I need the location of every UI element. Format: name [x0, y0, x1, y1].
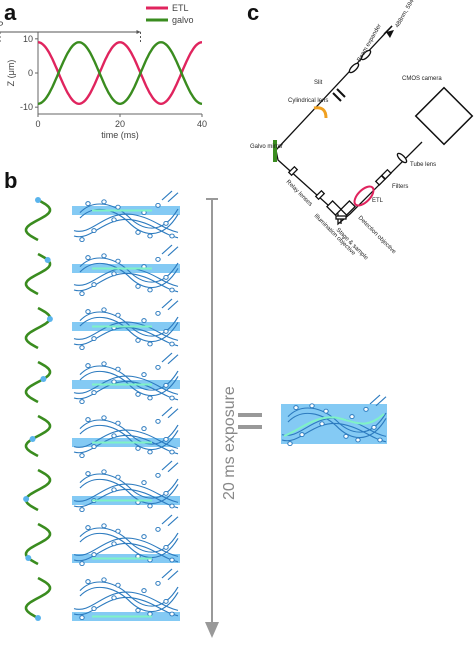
series-line-ETL — [38, 41, 202, 106]
summed-image — [281, 394, 387, 447]
x-tick-label: 0 — [35, 119, 40, 129]
laser-label: 488nm, 594nm — [395, 0, 420, 29]
relay-lenses-label: Relay lenses — [285, 179, 314, 208]
frame — [24, 568, 180, 621]
optical-setup-diagram: 488nm, 594nm Beam expander Slit Cylindri… — [250, 0, 474, 262]
period-label: P — [0, 20, 3, 30]
y-tick-label: 0 — [28, 68, 33, 78]
filter-icon — [374, 168, 392, 186]
galvo-mirror-label: Galvo mirror — [250, 144, 283, 150]
tube-lens-icon — [396, 152, 408, 164]
galvo-waveform — [24, 360, 52, 404]
galvo-waveform — [24, 306, 52, 350]
frame — [24, 406, 180, 459]
beam-expander-label: Beam expander — [357, 23, 383, 63]
legend-label-galvo: galvo — [172, 15, 194, 25]
y-axis-label: Z (μm) — [6, 60, 16, 87]
vessel-sample — [73, 190, 179, 243]
etl-lens-icon — [353, 185, 375, 207]
cylindrical-lens-icon — [313, 106, 328, 119]
galvo-waveform — [24, 576, 52, 620]
galvo-waveform — [24, 414, 52, 458]
vessel-sample — [73, 352, 179, 405]
galvo-position-dot — [23, 496, 30, 502]
frame — [24, 352, 180, 405]
galvo-waveform — [24, 198, 52, 242]
x-axis-label: time (ms) — [101, 130, 139, 140]
tube-lens-label: Tube lens — [410, 162, 436, 168]
equals-sign — [238, 413, 262, 429]
exposure-label: 20 ms exposure — [221, 386, 238, 500]
frame — [24, 514, 180, 567]
panel-letter-a: a — [4, 0, 17, 25]
frame — [23, 460, 180, 513]
galvo-position-dot — [35, 615, 41, 621]
period-arrow-icon — [136, 30, 141, 34]
x-tick-label: 40 — [197, 119, 207, 129]
frame — [24, 298, 180, 351]
illumination-objective-label: Illumination objective — [313, 213, 357, 257]
galvo-position-dot — [40, 376, 47, 382]
y-tick-label: -10 — [20, 102, 33, 112]
cylindrical-lens-label: Cylindrical lens — [288, 98, 328, 104]
illumination-objective-icon — [326, 200, 342, 216]
series-line-galvo — [37, 41, 203, 106]
panel-letter-b: b — [4, 168, 17, 193]
frame — [24, 244, 180, 297]
galvo-waveform — [24, 468, 52, 512]
x-tick-label: 20 — [115, 119, 125, 129]
exposure-arrow — [205, 198, 219, 638]
detection-objective-icon — [340, 200, 356, 216]
galvo-mirror-icon — [273, 140, 277, 162]
vessel-sample — [73, 406, 179, 459]
galvo-position-dot — [35, 197, 41, 203]
panel-letter-c: c — [247, 0, 259, 25]
filters-label: Filters — [392, 184, 408, 190]
y-tick-label: 10 — [23, 34, 33, 44]
galvo-position-dot — [46, 316, 53, 322]
galvo-position-dot — [29, 436, 36, 442]
slit-label: Slit — [314, 80, 323, 86]
relay-lens-icon — [287, 165, 326, 201]
galvo-position-dot — [44, 257, 51, 263]
stage-icon — [335, 215, 347, 224]
galvo-position-dot — [25, 555, 32, 561]
etl-label: ETL — [372, 198, 384, 204]
laser-arrow-icon — [386, 30, 394, 38]
sweep-frames — [23, 190, 180, 621]
beam-expander-icon — [348, 49, 372, 74]
frame — [24, 190, 180, 243]
cmos-camera-icon — [414, 86, 474, 146]
cmos-camera-label: CMOS camera — [402, 76, 442, 82]
legend-label-ETL: ETL — [172, 3, 189, 13]
vessel-sample — [73, 568, 179, 621]
slit-icon — [332, 88, 346, 102]
